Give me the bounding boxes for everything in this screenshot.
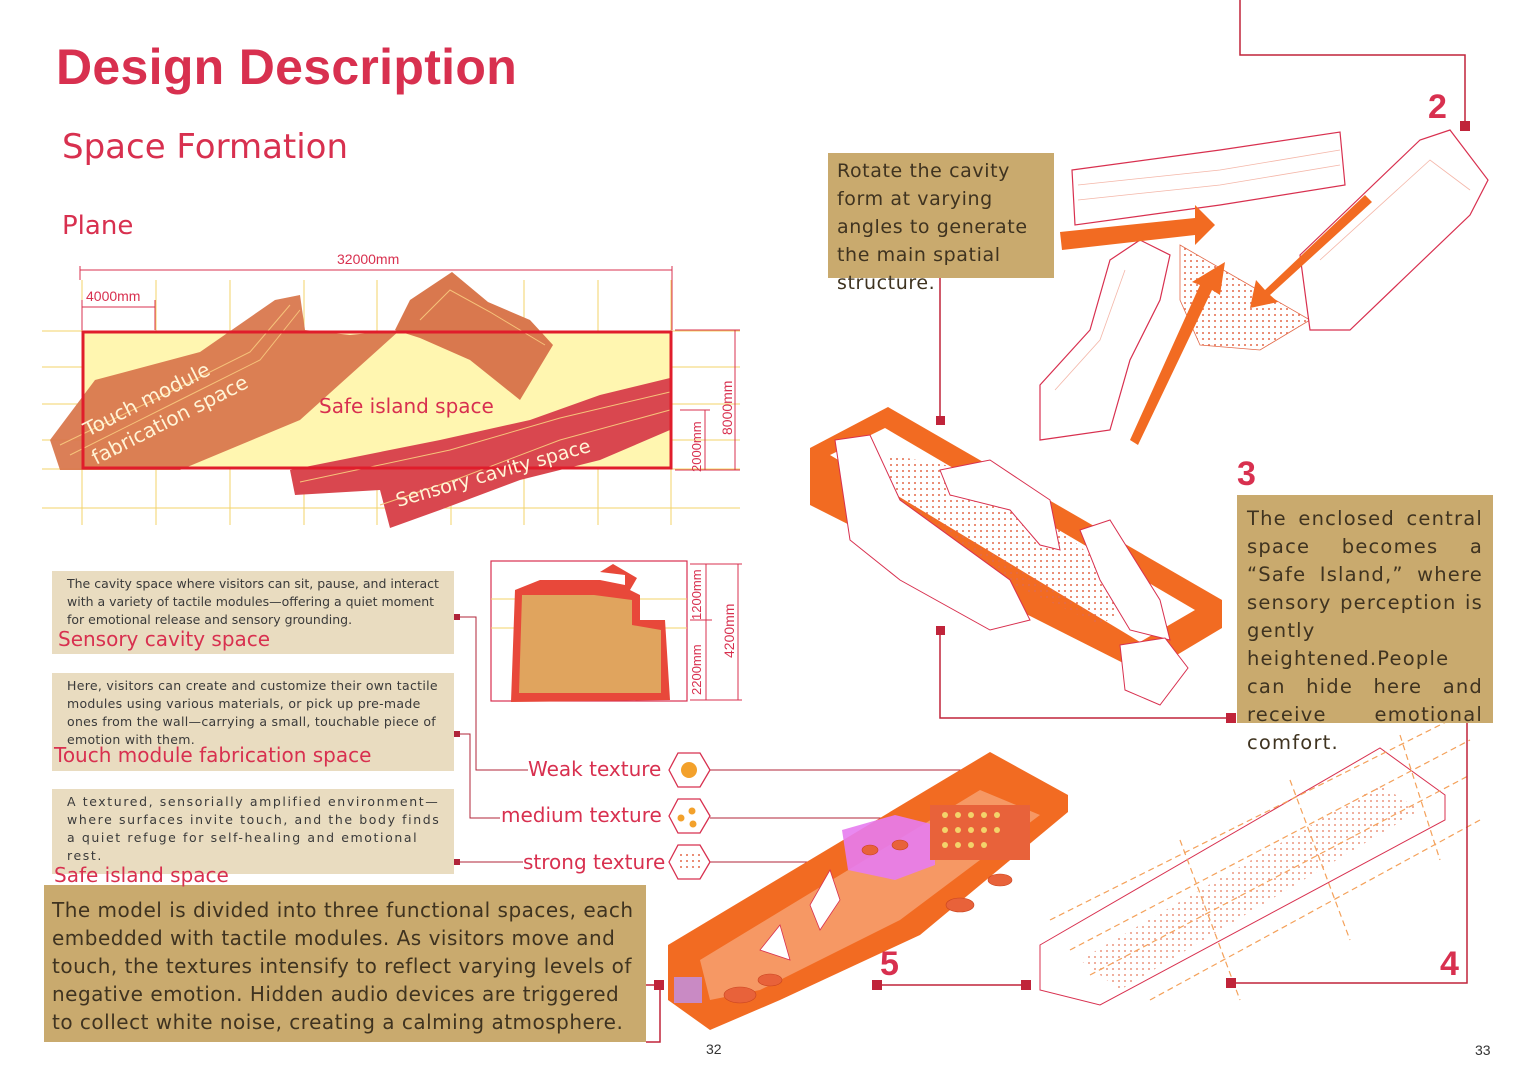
sensory-cavity-card: The cavity space where visitors can sit,… <box>52 571 454 654</box>
sensory-cavity-band <box>290 378 670 528</box>
safe-island-text: A textured, sensorially amplified enviro… <box>67 794 441 863</box>
safe-island-title: Safe island space <box>54 863 229 887</box>
dim-module: 4000mm <box>86 288 140 304</box>
safe-island-card: A textured, sensorially amplified enviro… <box>52 789 454 887</box>
dim-2200: 2200mm <box>689 644 704 695</box>
plan-boundary <box>81 330 673 470</box>
dim-total: 32000mm <box>337 251 399 267</box>
strong-texture-label: strong texture <box>523 850 666 874</box>
plan-touch-label-1: Touch module <box>78 357 213 442</box>
dim-1200: 1200mm <box>689 569 704 620</box>
touch-module-text: Here, visitors can create and customize … <box>67 678 438 747</box>
dim-height: 8000mm <box>719 381 735 435</box>
plan-safe-label: Safe island space <box>319 394 494 418</box>
step5-model <box>668 752 1068 1030</box>
plan-sensory-label: Sensory cavity space <box>393 435 593 512</box>
safe-island-area <box>84 333 670 467</box>
page-number-right: 33 <box>1475 1042 1491 1058</box>
touch-module-card: Here, visitors can create and customize … <box>52 673 454 771</box>
weak-texture-label: Weak texture <box>528 757 662 781</box>
upper-cavity-band <box>395 272 553 400</box>
section-subtitle: Space Formation <box>62 127 349 167</box>
sensory-cavity-title: Sensory cavity space <box>58 627 271 651</box>
sensory-cavity-text: The cavity space where visitors can sit,… <box>67 576 439 627</box>
plan-drawing: 32000mm 4000mm 8000mm 2000mm Touch modul… <box>42 251 740 528</box>
step4-wireframe <box>1039 719 1481 1006</box>
medium-texture-label: medium texture <box>501 803 662 827</box>
plan-grid <box>42 280 740 525</box>
step2-rotated-forms <box>1039 129 1489 445</box>
plane-label: Plane <box>62 211 134 241</box>
weak-texture-icon <box>668 752 711 788</box>
step3-enclosure <box>810 407 1222 706</box>
step-number-2: 2 <box>1428 88 1447 126</box>
dim-small: 2000mm <box>689 421 704 472</box>
plan-touch-label-2: fabrication space <box>87 370 251 470</box>
section-drawing: 1200mm 2200mm 4200mm <box>490 560 742 702</box>
step-number-3: 3 <box>1237 455 1256 493</box>
rotate-description-box: Rotate the cavity form at varying angles… <box>828 153 1054 294</box>
medium-texture-icon <box>668 798 711 834</box>
step-number-4: 4 <box>1440 945 1459 983</box>
strong-texture-icon <box>668 844 711 880</box>
safe-island-description-box: The enclosed central space becomes a “Sa… <box>1237 495 1493 754</box>
step-number-5: 5 <box>880 945 899 983</box>
page-title: Design Description <box>56 39 518 95</box>
model-description-box: The model is divided into three function… <box>44 885 646 1042</box>
touch-module-band <box>50 295 400 470</box>
dim-4200: 4200mm <box>721 604 737 658</box>
touch-module-title: Touch module fabrication space <box>54 743 372 767</box>
page-number-left: 32 <box>706 1041 722 1057</box>
